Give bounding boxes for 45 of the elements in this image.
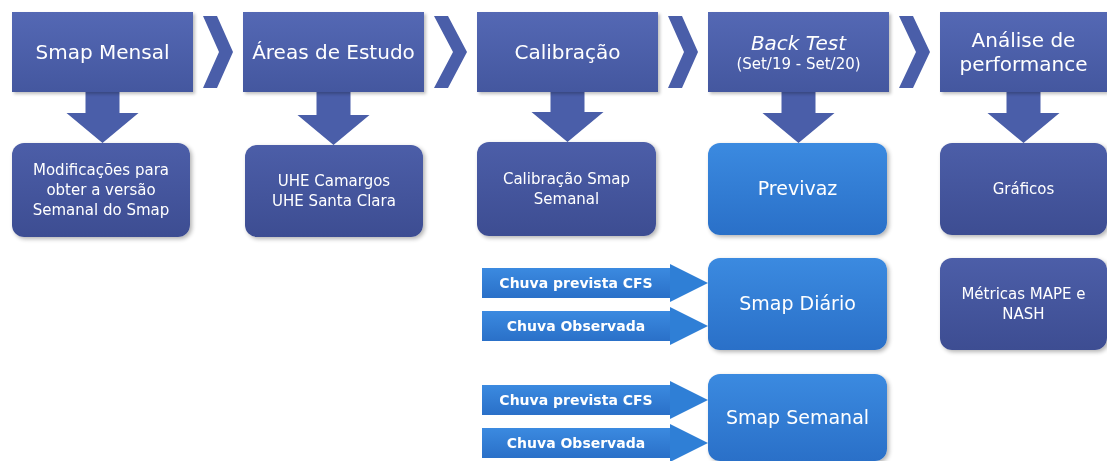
step-title: Áreas de Estudo bbox=[252, 40, 415, 64]
arrow-head bbox=[670, 307, 708, 345]
model-box bbox=[708, 374, 887, 461]
block-arrow bbox=[762, 92, 835, 143]
process-box bbox=[245, 145, 423, 237]
process-box bbox=[12, 143, 190, 237]
model-box bbox=[708, 143, 887, 235]
block-arrow bbox=[987, 92, 1060, 143]
block-arrow bbox=[297, 92, 370, 145]
box-text: UHE Santa Clara bbox=[272, 191, 396, 212]
step-banner bbox=[708, 12, 889, 92]
box-text: Calibração Smap Semanal bbox=[501, 168, 632, 210]
chevron-arrow bbox=[668, 16, 698, 88]
arrow-head bbox=[670, 264, 708, 302]
step-banner bbox=[243, 12, 424, 92]
box-text: Métricas MAPE e NASH bbox=[960, 283, 1087, 325]
step-banner bbox=[477, 12, 658, 92]
input-label: Chuva Observada bbox=[506, 435, 646, 451]
box-text: Smap Semanal bbox=[725, 404, 870, 430]
process-box bbox=[940, 258, 1107, 350]
process-box bbox=[940, 143, 1107, 235]
chevron-arrow bbox=[434, 16, 467, 88]
box-text: Gráficos bbox=[992, 178, 1055, 200]
input-label: Chuva prevista CFS bbox=[499, 392, 653, 408]
block-arrow bbox=[66, 92, 139, 143]
step-title: (Set/19 - Set/20) bbox=[736, 55, 861, 73]
arrow-head bbox=[670, 424, 708, 461]
input-label: Chuva prevista CFS bbox=[499, 275, 653, 291]
step-banner bbox=[12, 12, 193, 92]
chevron-arrow bbox=[203, 16, 233, 88]
step-banner bbox=[940, 12, 1107, 92]
step-title: Back Test bbox=[750, 31, 847, 55]
box-text: Smap Diário bbox=[739, 291, 856, 317]
box-text: Previvaz bbox=[757, 176, 838, 202]
model-box bbox=[708, 258, 887, 350]
process-box bbox=[477, 142, 656, 236]
step-title: Smap Mensal bbox=[35, 40, 170, 64]
step-title: Calibração bbox=[514, 40, 621, 64]
box-text: UHE Camargos bbox=[277, 170, 391, 191]
chevron-arrow bbox=[899, 16, 930, 88]
input-label: Chuva Observada bbox=[506, 318, 646, 334]
block-arrow bbox=[531, 92, 604, 142]
arrow-head bbox=[670, 381, 708, 419]
step-title: Análise de performance bbox=[958, 28, 1089, 76]
box-text: Modificações para obter a versão Semanal do Smap bbox=[31, 159, 171, 221]
